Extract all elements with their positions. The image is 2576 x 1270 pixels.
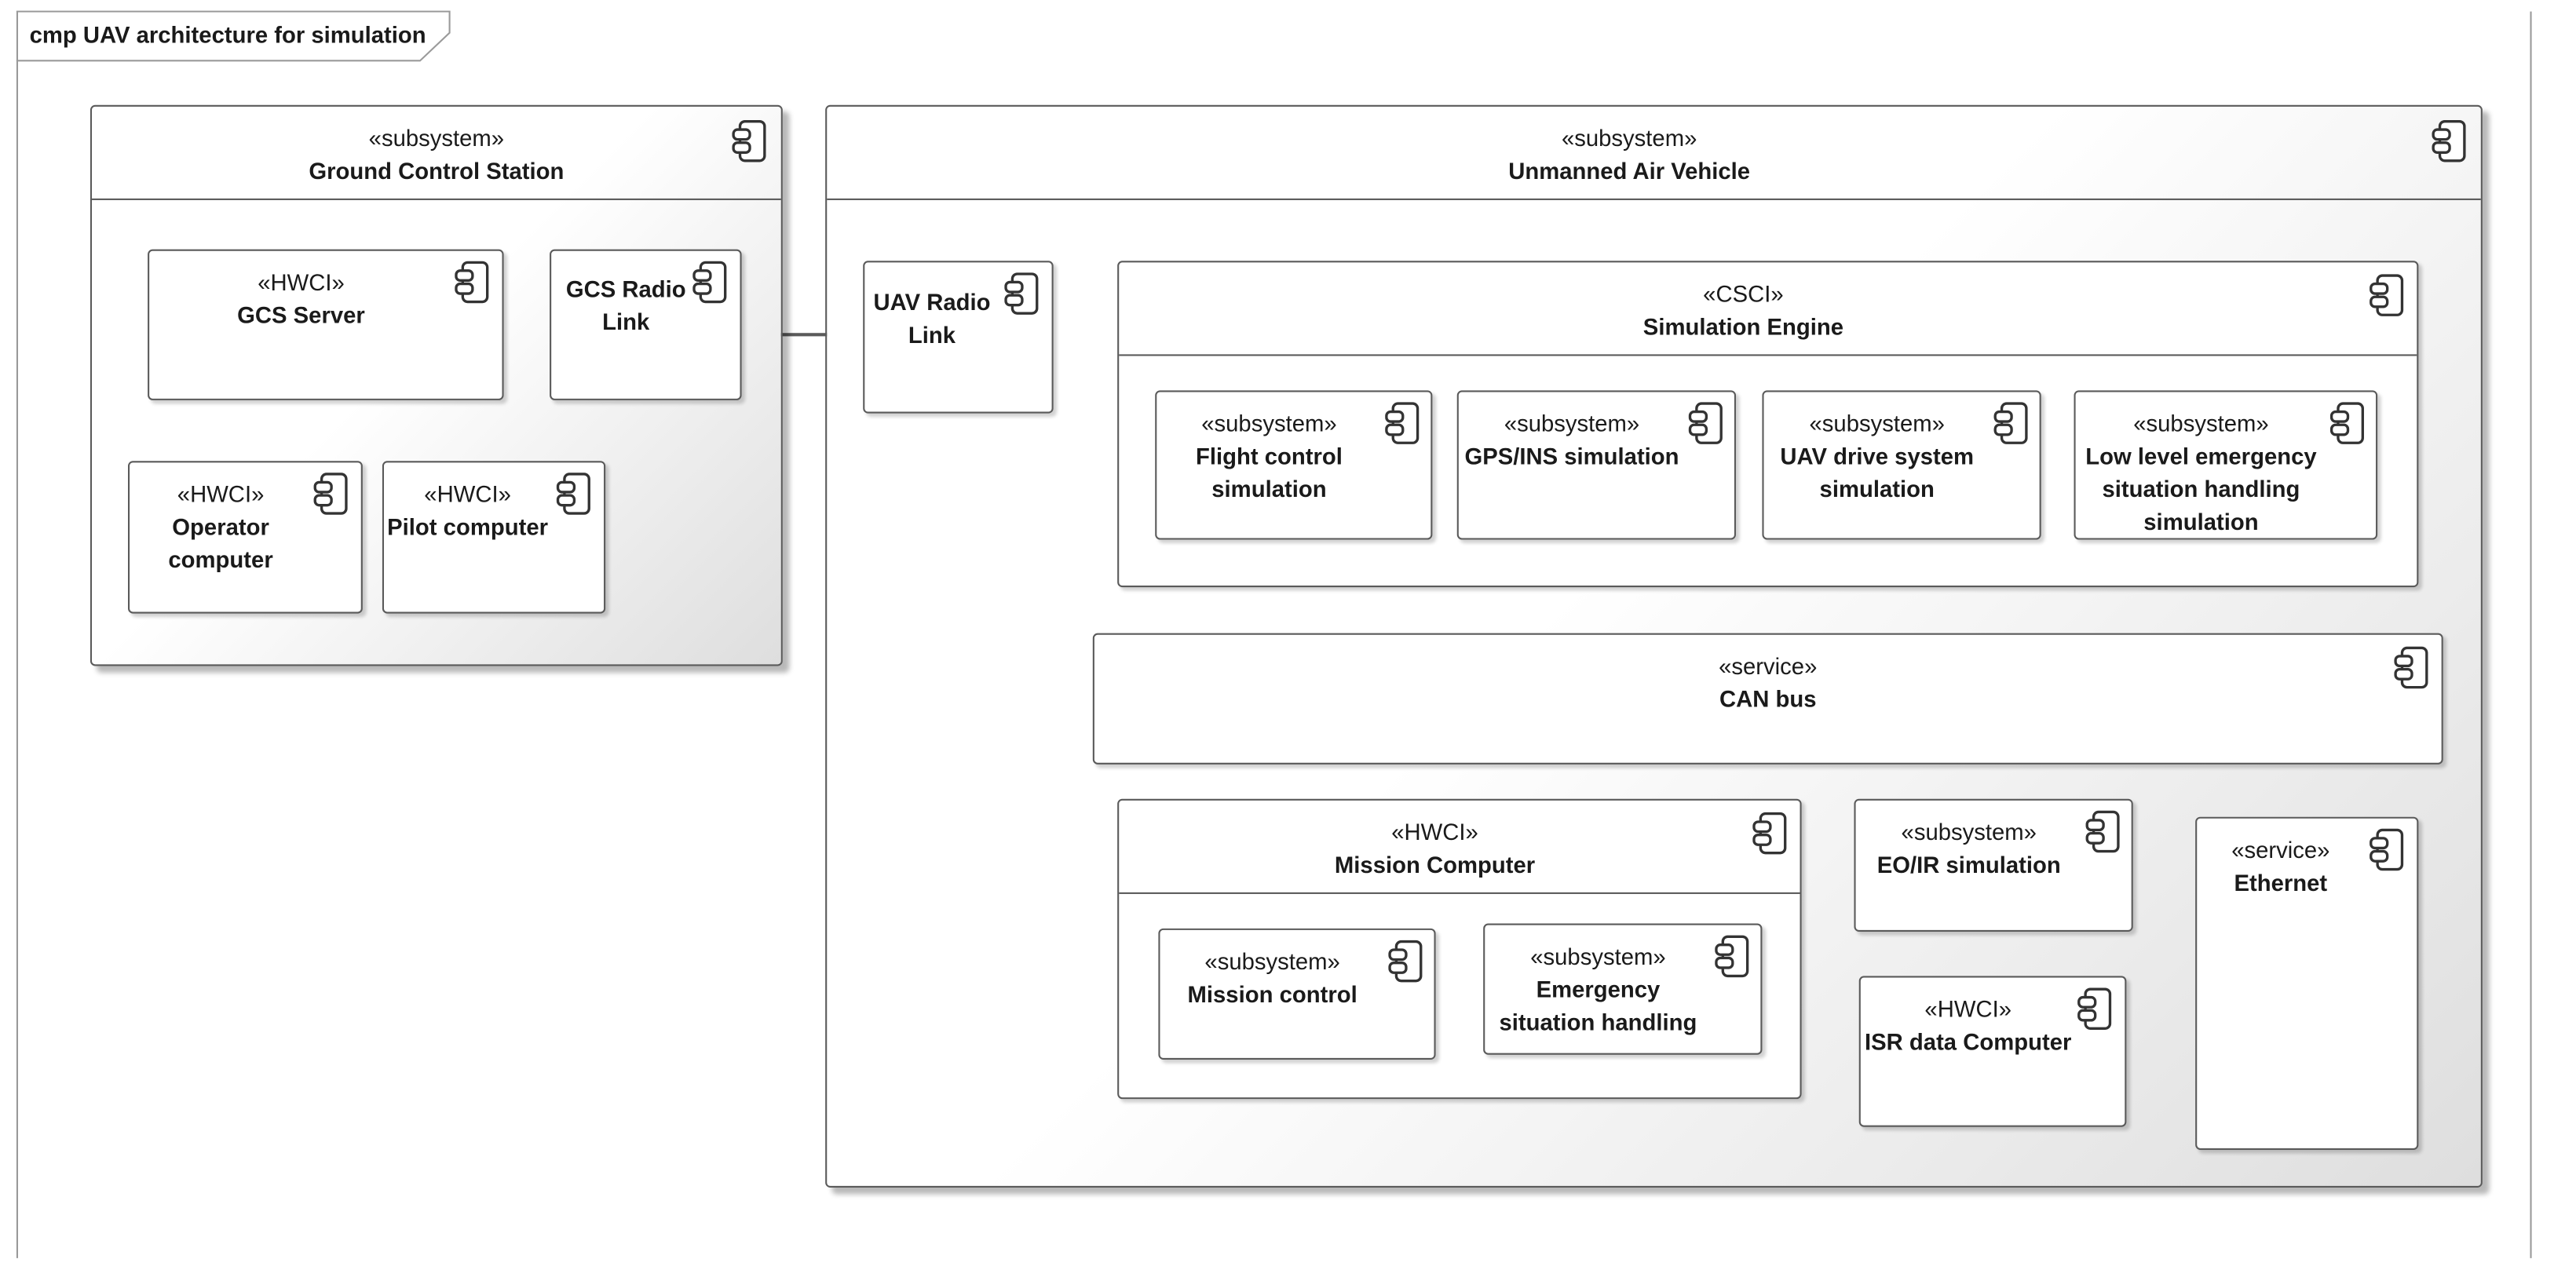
mission-control[interactable]: «subsystem» Mission control — [1158, 928, 1436, 1060]
gps-stereotype: «subsystem» — [1504, 410, 1640, 436]
component-icon — [313, 473, 348, 515]
component-icon — [2432, 119, 2466, 162]
emergency-sim-name-2: situation handling — [2102, 476, 2300, 502]
ethernet-name: Ethernet — [2234, 869, 2328, 896]
component-icon — [1752, 812, 1787, 855]
component-icon — [2370, 274, 2404, 316]
gcs-server[interactable]: «HWCI» GCS Server — [148, 249, 504, 400]
mission-control-name: Mission control — [1187, 980, 1357, 1008]
component-icon — [692, 261, 727, 304]
flight-stereotype: «subsystem» — [1201, 410, 1337, 436]
emergency-situation-handling[interactable]: «subsystem» Emergency situation handling — [1483, 923, 1763, 1055]
operator-stereotype: «HWCI» — [177, 480, 265, 507]
gcs-divider — [92, 198, 781, 200]
sim-engine-stereotype: «CSCI» — [1703, 280, 1784, 307]
emergency-stereotype: «subsystem» — [1530, 943, 1666, 970]
emergency-sim-name-3: simulation — [2143, 508, 2259, 535]
operator-name-1: Operator — [172, 513, 269, 540]
gcs-server-stereotype: «HWCI» — [258, 268, 345, 296]
eoir-stereotype: «subsystem» — [1901, 818, 2037, 845]
eoir-name: EO/IR simulation — [1876, 851, 2061, 878]
uav-radio-name-2: Link — [908, 321, 956, 349]
component-icon — [2329, 402, 2364, 444]
mission-computer-stereotype: «HWCI» — [1391, 818, 1478, 845]
component-icon — [455, 261, 489, 304]
uav-stereotype: «subsystem» — [1561, 124, 1697, 151]
component-icon — [2077, 987, 2112, 1030]
component-icon — [2370, 828, 2404, 871]
component-icon — [1388, 940, 1423, 983]
diagram-title: cmp UAV architecture for simulation — [29, 21, 426, 48]
component-icon — [1385, 402, 1420, 444]
uav-drive-system-simulation[interactable]: «subsystem» UAV drive system simulation — [1762, 390, 2041, 540]
flight-control-simulation[interactable]: «subsystem» Flight control simulation — [1155, 390, 1433, 540]
flight-name-1: Flight control — [1196, 443, 1343, 469]
uav-divider — [827, 198, 2481, 200]
uav-radio-link[interactable]: UAV Radio Link — [863, 261, 1054, 414]
can-bus[interactable]: «service» CAN bus — [1092, 633, 2443, 765]
pilot-stereotype: «HWCI» — [424, 480, 511, 507]
emergency-name-1: Emergency — [1536, 976, 1661, 1002]
component-icon — [732, 119, 766, 162]
can-stereotype: «service» — [1719, 652, 1818, 680]
drive-name-1: UAV drive system — [1780, 443, 1975, 469]
mission-computer-name: Mission Computer — [1334, 851, 1536, 878]
emergency-sim-stereotype: «subsystem» — [2133, 410, 2269, 436]
component-icon — [2085, 810, 2120, 853]
component-icon — [1004, 272, 1039, 315]
drive-name-2: simulation — [1819, 476, 1935, 502]
gcs-name: Ground Control Station — [309, 157, 565, 184]
isr-stereotype: «HWCI» — [1924, 995, 2011, 1022]
gcs-server-name: GCS Server — [237, 301, 365, 328]
component-icon — [556, 473, 590, 515]
drive-stereotype: «subsystem» — [1809, 410, 1945, 436]
isr-data-computer[interactable]: «HWCI» ISR data Computer — [1858, 976, 2127, 1127]
uav-radio-name-1: UAV Radio — [873, 288, 991, 316]
sim-engine-divider — [1119, 354, 2417, 356]
component-icon — [1688, 402, 1723, 444]
component-icon — [1715, 935, 1749, 978]
eo-ir-simulation[interactable]: «subsystem» EO/IR simulation — [1854, 798, 2133, 932]
flight-name-2: simulation — [1211, 476, 1327, 502]
mission-computer-divider — [1119, 892, 1800, 894]
low-level-emergency-simulation[interactable]: «subsystem» Low level emergency situatio… — [2074, 390, 2378, 540]
emergency-sim-name-1: Low level emergency — [2085, 443, 2317, 469]
gps-ins-simulation[interactable]: «subsystem» GPS/INS simulation — [1456, 390, 1737, 540]
ethernet-stereotype: «service» — [2231, 836, 2330, 863]
gcs-stereotype: «subsystem» — [368, 124, 505, 151]
operator-computer[interactable]: «HWCI» Operator computer — [128, 461, 363, 614]
isr-name: ISR data Computer — [1865, 1028, 2072, 1055]
emergency-name-2: situation handling — [1499, 1009, 1697, 1035]
component-icon — [2394, 646, 2428, 689]
uav-name: Unmanned Air Vehicle — [1508, 157, 1751, 184]
ethernet-service[interactable]: «service» Ethernet — [2195, 816, 2419, 1150]
gcs-radio-name-1: GCS Radio — [565, 276, 686, 302]
connector-gcs-radio-uav-radio — [740, 333, 865, 336]
pilot-name: Pilot computer — [387, 513, 548, 540]
pilot-computer[interactable]: «HWCI» Pilot computer — [382, 461, 606, 614]
can-name: CAN bus — [1719, 685, 1817, 712]
mission-control-stereotype: «subsystem» — [1204, 947, 1340, 975]
sim-engine-name: Simulation Engine — [1642, 313, 1844, 340]
gps-name: GPS/INS simulation — [1464, 443, 1679, 469]
component-icon — [1993, 402, 2028, 444]
frame-border-right — [2530, 11, 2532, 1258]
gcs-radio-link[interactable]: GCS Radio Link — [550, 249, 742, 400]
operator-name-2: computer — [168, 546, 273, 573]
frame-border-left — [16, 11, 18, 1258]
gcs-radio-name-2: Link — [602, 308, 650, 335]
frame-tab-outline — [16, 10, 451, 62]
